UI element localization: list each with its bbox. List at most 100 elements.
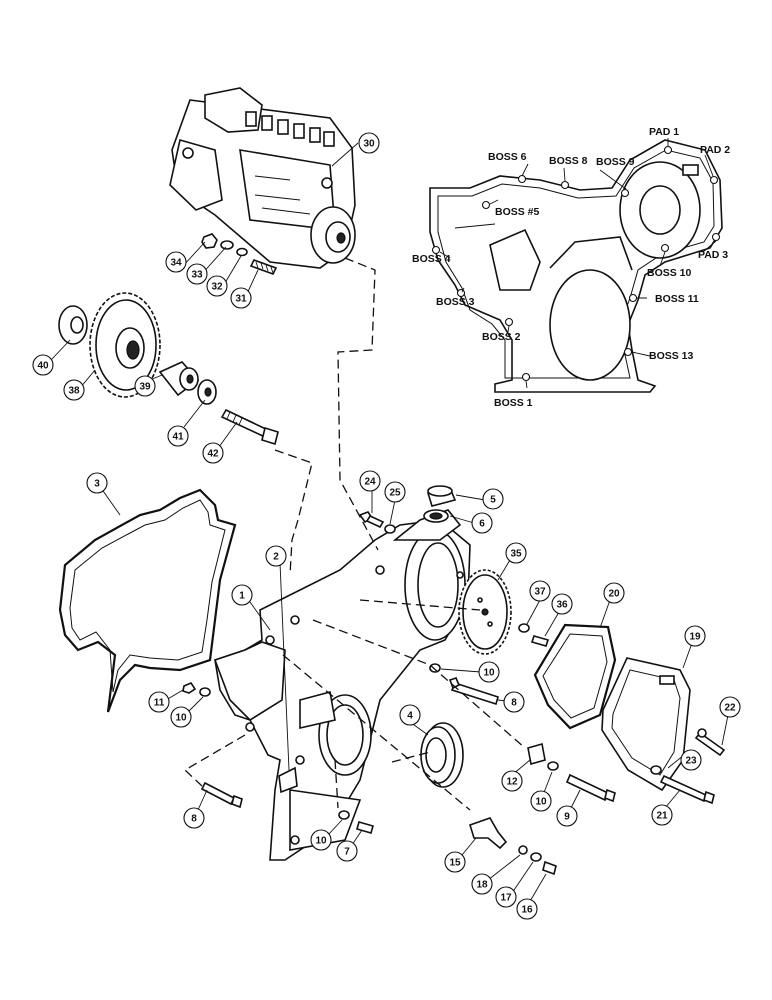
callout-40: 40 bbox=[32, 354, 54, 376]
callout-37: 37 bbox=[529, 580, 551, 602]
callout-number: 30 bbox=[363, 139, 375, 150]
label-boss-5: BOSS #5 bbox=[495, 206, 540, 218]
callout-number: 39 bbox=[139, 382, 151, 393]
callout-circle bbox=[310, 829, 332, 851]
callout-circle bbox=[505, 542, 527, 564]
callout-number: 10 bbox=[535, 797, 547, 808]
callout-number: 12 bbox=[506, 777, 518, 788]
label-boss-4: BOSS 4 bbox=[412, 253, 451, 265]
boss-pad-labels: BOSS 6 BOSS 8 BOSS 9 PAD 1 PAD 2 BOSS #5… bbox=[412, 126, 730, 409]
callout-32: 32 bbox=[206, 275, 228, 297]
timing-gear-housing bbox=[213, 509, 471, 861]
seal-4 bbox=[420, 722, 464, 788]
callout-number: 11 bbox=[154, 698, 165, 709]
callout-10: 10 bbox=[170, 706, 192, 728]
callout-33: 33 bbox=[186, 263, 208, 285]
callout-number: 34 bbox=[170, 258, 182, 269]
callout-11: 11 bbox=[148, 691, 170, 713]
callout-number: 21 bbox=[656, 811, 668, 822]
gasket-20 bbox=[533, 623, 617, 730]
callout-3: 3 bbox=[86, 472, 108, 494]
callout-circle bbox=[471, 512, 493, 534]
callout-number: 37 bbox=[534, 587, 546, 598]
callout-circle bbox=[32, 354, 54, 376]
callout-circle bbox=[336, 840, 358, 862]
callout-number: 9 bbox=[564, 812, 570, 823]
callout-34: 34 bbox=[165, 251, 187, 273]
callout-number: 38 bbox=[68, 386, 80, 397]
callout-number: 42 bbox=[207, 449, 219, 460]
callout-number: 23 bbox=[685, 756, 697, 767]
callout-24: 24 bbox=[359, 470, 381, 492]
callout-circle bbox=[495, 886, 517, 908]
callout-15: 15 bbox=[444, 851, 466, 873]
callout-23: 23 bbox=[680, 749, 702, 771]
callout-16: 16 bbox=[516, 898, 538, 920]
callout-number: 40 bbox=[37, 361, 49, 372]
callout-number: 4 bbox=[407, 711, 413, 722]
callout-10: 10 bbox=[310, 829, 332, 851]
callout-22: 22 bbox=[719, 696, 741, 718]
callout-circle bbox=[471, 873, 493, 895]
callout-9: 9 bbox=[556, 805, 578, 827]
callout-number: 20 bbox=[608, 589, 620, 600]
callout-circle bbox=[684, 625, 706, 647]
callout-35: 35 bbox=[505, 542, 527, 564]
callout-39: 39 bbox=[134, 375, 156, 397]
callout-4: 4 bbox=[399, 704, 421, 726]
label-pad-1: PAD 1 bbox=[649, 126, 679, 138]
callout-31: 31 bbox=[230, 287, 252, 309]
idler-gear-assembly bbox=[58, 292, 279, 446]
callout-25: 25 bbox=[384, 481, 406, 503]
callout-circle bbox=[719, 696, 741, 718]
callout-circle bbox=[556, 805, 578, 827]
callout-number: 35 bbox=[510, 549, 522, 560]
callout-circle bbox=[230, 287, 252, 309]
callout-circle bbox=[551, 593, 573, 615]
gasket-3 bbox=[58, 488, 237, 713]
callout-number: 36 bbox=[556, 600, 568, 611]
callout-circle bbox=[516, 898, 538, 920]
callout-circle bbox=[501, 770, 523, 792]
callout-number: 7 bbox=[344, 847, 350, 858]
callout-number: 8 bbox=[511, 698, 517, 709]
callout-circle bbox=[680, 749, 702, 771]
callout-number: 17 bbox=[500, 893, 512, 904]
callout-circle bbox=[384, 481, 406, 503]
washer-37-screw-36 bbox=[518, 623, 550, 647]
label-boss-10: BOSS 10 bbox=[647, 267, 692, 279]
callout-circle bbox=[202, 442, 224, 464]
callout-2: 2 bbox=[265, 545, 287, 567]
callout-18: 18 bbox=[471, 873, 493, 895]
callout-5: 5 bbox=[482, 488, 504, 510]
callout-circle bbox=[603, 582, 625, 604]
label-boss-1: BOSS 1 bbox=[494, 397, 533, 409]
callout-circle bbox=[167, 425, 189, 447]
timing-cover-outline bbox=[429, 138, 723, 393]
gear-35 bbox=[458, 569, 512, 655]
bolt-24-washer-25 bbox=[358, 511, 396, 534]
callout-number: 1 bbox=[239, 591, 245, 602]
callout-12: 12 bbox=[501, 770, 523, 792]
callout-circle bbox=[651, 804, 673, 826]
callout-number: 3 bbox=[94, 479, 100, 490]
callout-number: 22 bbox=[724, 703, 736, 714]
callout-circle bbox=[134, 375, 156, 397]
callout-circle bbox=[231, 584, 253, 606]
label-boss-11: BOSS 11 bbox=[655, 293, 699, 305]
callout-number: 18 bbox=[476, 880, 488, 891]
callout-circle bbox=[482, 488, 504, 510]
callout-number: 16 bbox=[521, 905, 533, 916]
label-boss-13: BOSS 13 bbox=[649, 350, 694, 362]
label-boss-8: BOSS 8 bbox=[549, 155, 588, 167]
callout-19: 19 bbox=[684, 625, 706, 647]
callout-number: 15 bbox=[449, 858, 461, 869]
callout-number: 10 bbox=[315, 836, 327, 847]
callout-circle bbox=[183, 807, 205, 829]
callout-number: 8 bbox=[191, 814, 197, 825]
label-boss-9: BOSS 9 bbox=[596, 156, 635, 168]
callout-circle bbox=[359, 470, 381, 492]
callout-21: 21 bbox=[651, 804, 673, 826]
